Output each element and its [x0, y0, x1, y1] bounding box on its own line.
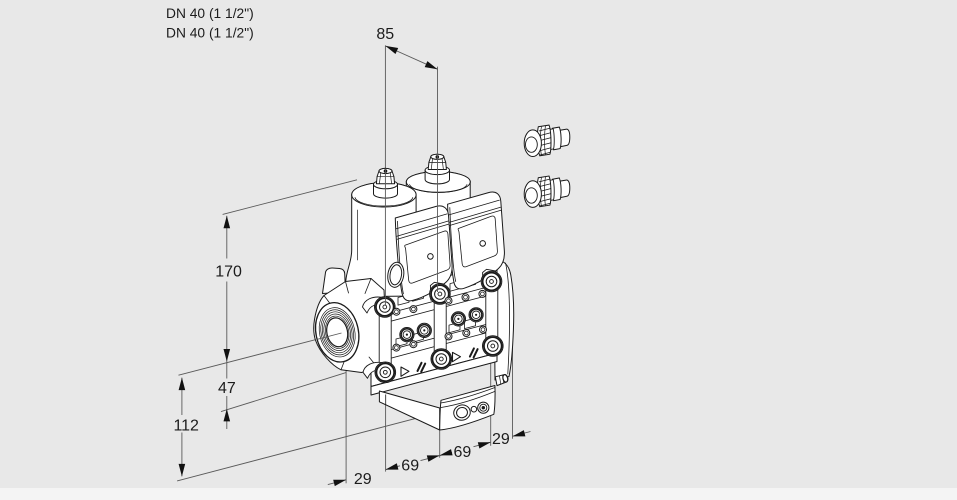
svg-text:69: 69: [401, 458, 419, 475]
svg-text:DN 40 (1 1/2"): DN 40 (1 1/2"): [166, 6, 254, 21]
svg-text:85: 85: [376, 26, 394, 43]
svg-text:112: 112: [173, 418, 199, 435]
svg-text:29: 29: [492, 431, 510, 448]
svg-text:170: 170: [215, 264, 242, 281]
svg-text:29: 29: [354, 471, 372, 488]
svg-text:69: 69: [454, 444, 472, 461]
svg-text:47: 47: [218, 380, 236, 397]
svg-text:DN 40 (1 1/2"): DN 40 (1 1/2"): [166, 26, 254, 41]
